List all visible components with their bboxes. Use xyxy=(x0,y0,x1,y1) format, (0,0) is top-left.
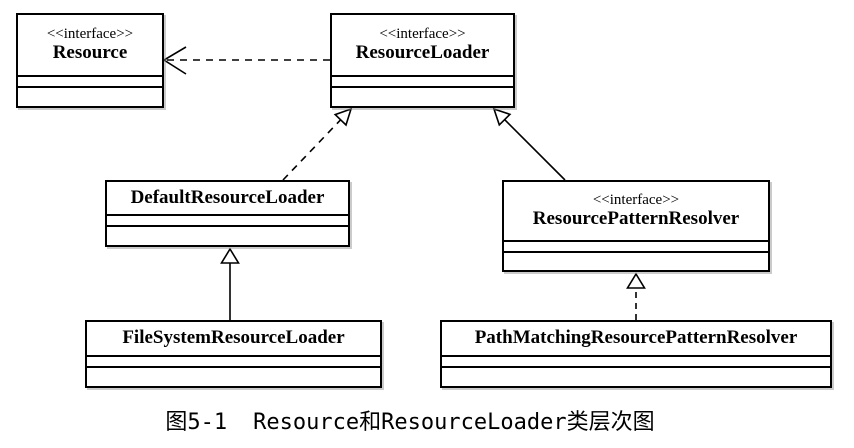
class-box-resource-loader: <<interface>> ResourceLoader xyxy=(330,13,515,108)
attributes-compartment xyxy=(442,355,830,366)
attributes-compartment xyxy=(18,75,162,86)
figure-title: Resource和ResourceLoader类层次图 xyxy=(253,410,655,435)
class-box-resource-pattern-resolver: <<interface>> ResourcePatternResolver xyxy=(502,180,770,272)
figure-number: 图5-1 xyxy=(165,410,228,435)
class-title-compartment: <<interface>> ResourceLoader xyxy=(332,15,513,75)
class-box-default-resource-loader: DefaultResourceLoader xyxy=(105,180,350,247)
class-stereotype: <<interface>> xyxy=(46,26,134,43)
class-title-compartment: DefaultResourceLoader xyxy=(107,182,348,214)
class-title-compartment: PathMatchingResourcePatternResolver xyxy=(442,322,830,355)
class-name: FileSystemResourceLoader xyxy=(122,327,345,349)
class-name: PathMatchingResourcePatternResolver xyxy=(474,327,798,349)
class-box-file-system-resource-loader: FileSystemResourceLoader xyxy=(85,320,382,388)
figure-caption: 图5-1 Resource和ResourceLoader类层次图 xyxy=(0,404,820,436)
class-box-resource: <<interface>> Resource xyxy=(16,13,164,108)
realization-pathmatching-to-resourcepatternresolver xyxy=(626,272,646,320)
class-name: DefaultResourceLoader xyxy=(130,186,325,208)
class-stereotype: <<interface>> xyxy=(379,26,466,43)
class-title-compartment: <<interface>> ResourcePatternResolver xyxy=(504,182,768,240)
methods-compartment xyxy=(18,86,162,106)
methods-compartment xyxy=(107,225,348,245)
dependency-arrow-resourceloader-to-resource xyxy=(162,46,330,75)
attributes-compartment xyxy=(107,214,348,225)
realization-defaultresourceloader-to-resourceloader xyxy=(282,107,353,181)
methods-compartment xyxy=(504,251,768,270)
class-box-path-matching-resource-pattern-resolver: PathMatchingResourcePatternResolver xyxy=(440,320,832,388)
generalization-resourcepatternresolver-to-resourceloader xyxy=(492,107,566,181)
class-name: ResourceLoader xyxy=(355,41,490,63)
generalization-filesystemresourceloader-to-defaultresourceloader xyxy=(220,247,240,320)
class-title-compartment: FileSystemResourceLoader xyxy=(87,322,380,355)
methods-compartment xyxy=(87,366,380,386)
methods-compartment xyxy=(332,86,513,106)
methods-compartment xyxy=(442,366,830,386)
class-stereotype: <<interface>> xyxy=(592,192,680,209)
attributes-compartment xyxy=(504,240,768,251)
class-title-compartment: <<interface>> Resource xyxy=(18,15,162,75)
attributes-compartment xyxy=(87,355,380,366)
class-name: ResourcePatternResolver xyxy=(532,207,740,229)
attributes-compartment xyxy=(332,75,513,86)
class-name: Resource xyxy=(52,41,128,63)
